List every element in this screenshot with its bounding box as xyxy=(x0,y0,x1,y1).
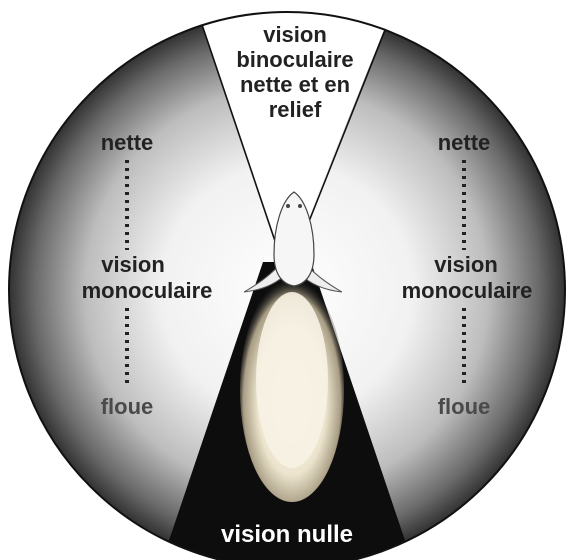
blind-zone-label: vision nulle xyxy=(221,521,353,548)
right-monocular-line-2: monoculaire xyxy=(402,278,533,303)
binocular-label-line-2: binoculaire xyxy=(236,47,353,72)
right-sharp-label: nette xyxy=(438,130,491,155)
binocular-label-line-3: nette et en xyxy=(240,72,350,97)
binocular-label-line-4: relief xyxy=(269,97,322,122)
right-monocular-line-1: vision xyxy=(434,252,498,277)
dust-core xyxy=(256,292,328,468)
left-monocular-line-2: monoculaire xyxy=(82,278,213,303)
animal-eye-left xyxy=(286,204,290,208)
left-sharp-label: nette xyxy=(101,130,154,155)
left-blurry-label: floue xyxy=(101,394,154,419)
binocular-label-line-1: vision xyxy=(263,22,327,47)
right-blurry-label: floue xyxy=(438,394,491,419)
animal-eye-right xyxy=(298,204,302,208)
left-monocular-line-1: vision xyxy=(101,252,165,277)
